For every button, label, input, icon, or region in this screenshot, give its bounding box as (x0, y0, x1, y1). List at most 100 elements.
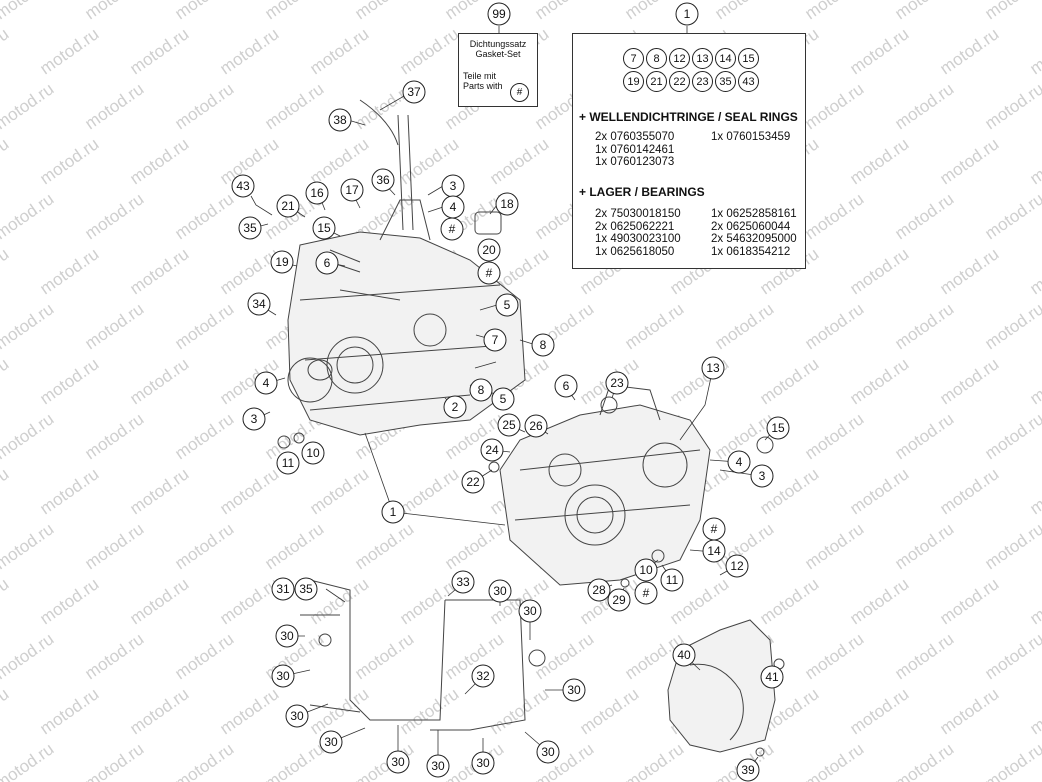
callout-label: 30 (391, 755, 405, 769)
callout-36: 36 (371, 168, 395, 192)
watermark-text: motod.ru (81, 0, 147, 23)
callout-hash-a: # (440, 217, 464, 241)
callout-99: 99 (487, 2, 511, 26)
callout-11-left: 11 (276, 451, 300, 475)
kit-number: 13 (692, 48, 713, 69)
watermark-text: motod.ru (891, 189, 957, 243)
bearing-part: 1x 49030023100 (595, 233, 681, 245)
callout-40: 40 (672, 643, 696, 667)
watermark-text: motod.ru (1026, 24, 1042, 78)
kit-number: 7 (623, 48, 644, 69)
watermark-text: motod.ru (936, 24, 1002, 78)
callout-label: 43 (236, 179, 250, 193)
watermark-text: motod.ru (711, 0, 777, 23)
watermark-text: motod.ru (0, 684, 12, 738)
watermark-text: motod.ru (171, 519, 237, 573)
watermark-text: motod.ru (0, 244, 12, 298)
watermark-text: motod.ru (171, 409, 237, 463)
watermark-text: motod.ru (171, 79, 237, 133)
watermark-text: motod.ru (846, 354, 912, 408)
callout-5-mid: 5 (491, 387, 515, 411)
callout-label: 8 (540, 338, 547, 352)
callout-label: 1 (684, 7, 691, 21)
callout-hash-c: # (702, 517, 726, 541)
watermark-text: motod.ru (306, 684, 372, 738)
callout-8-top: 8 (531, 333, 555, 357)
watermark-text: motod.ru (126, 354, 192, 408)
callout-label: 33 (456, 575, 470, 589)
watermark-text: motod.ru (306, 574, 372, 628)
callout-14: 14 (702, 539, 726, 563)
watermark-text: motod.ru (846, 464, 912, 518)
watermark-text: motod.ru (36, 684, 102, 738)
watermark-text: motod.ru (891, 739, 957, 782)
bearing-part: 1x 0625618050 (595, 245, 675, 258)
callout-17: 17 (340, 178, 364, 202)
callout-3: 3 (441, 174, 465, 198)
seal-ring-part: 1x 0760153459 (711, 131, 791, 143)
kit-number: 35 (715, 71, 736, 92)
callout-10-right: 10 (634, 558, 658, 582)
watermark-text: motod.ru (306, 134, 372, 188)
callout-label: 31 (276, 582, 290, 596)
kit-number: 43 (738, 71, 759, 92)
bearing-part: 2x 54632095000 (711, 233, 797, 245)
watermark-text: motod.ru (351, 629, 417, 683)
callout-label: 21 (281, 199, 295, 213)
callout-label: 40 (677, 648, 691, 662)
watermark-text: motod.ru (936, 354, 1002, 408)
watermark-text: motod.ru (1026, 354, 1042, 408)
seal-ring-part: 1x 0760123073 (595, 156, 675, 168)
callout-label: 34 (252, 297, 266, 311)
callout-label: # (711, 522, 718, 536)
callout-30-g: 30 (319, 730, 343, 754)
callout-33: 33 (451, 570, 475, 594)
callout-24: 24 (480, 438, 504, 462)
callout-label: 7 (492, 333, 499, 347)
callout-34: 34 (247, 292, 271, 316)
bearings-list: 2x 75030018150 1x 06252858161 2x 0625062… (595, 208, 821, 258)
callout-label: 30 (567, 683, 581, 697)
watermark-text: motod.ru (216, 574, 282, 628)
watermark-text: motod.ru (801, 519, 867, 573)
callout-35-top: 35 (238, 216, 262, 240)
watermark-text: motod.ru (756, 574, 822, 628)
watermark-text: motod.ru (171, 189, 237, 243)
callout-label: 37 (407, 85, 421, 99)
watermark-text: motod.ru (981, 299, 1042, 353)
seal-ring-part (711, 156, 821, 169)
watermark-text: motod.ru (711, 299, 777, 353)
callout-31: 31 (271, 577, 295, 601)
callout-label: 10 (306, 446, 320, 460)
watermark-text: motod.ru (261, 79, 327, 133)
callout-label: 22 (466, 475, 480, 489)
watermark-text: motod.ru (0, 739, 57, 782)
callout-39: 39 (736, 758, 760, 782)
callout-label: 4 (263, 376, 270, 390)
watermark-text: motod.ru (0, 299, 57, 353)
kit-number-grid: 7 8 12 13 14 15 19 21 22 23 35 43 (623, 48, 763, 92)
watermark-text: motod.ru (531, 0, 597, 23)
small-parts (277, 211, 785, 757)
watermark-text: motod.ru (126, 464, 192, 518)
callout-label: 38 (333, 113, 347, 127)
watermark-text: motod.ru (846, 134, 912, 188)
callout-label: 3 (759, 469, 766, 483)
watermark-text: motod.ru (216, 684, 282, 738)
watermark-text: motod.ru (126, 24, 192, 78)
callout-label: 30 (276, 669, 290, 683)
watermark-text: motod.ru (126, 134, 192, 188)
kit-info-box: 7 8 12 13 14 15 19 21 22 23 35 43 + WELL… (572, 33, 806, 269)
callout-hash-d: # (634, 581, 658, 605)
watermark-text: motod.ru (0, 189, 57, 243)
watermark-text: motod.ru (81, 739, 147, 782)
watermark-text: motod.ru (621, 299, 687, 353)
kit-number: 14 (715, 48, 736, 69)
watermark-text: motod.ru (891, 629, 957, 683)
watermark-text: motod.ru (531, 629, 597, 683)
gasket-title-de: Dichtungssatz (469, 39, 527, 49)
callout-6-mid: 6 (554, 374, 578, 398)
watermark-text: motod.ru (936, 134, 1002, 188)
callout-label: 17 (345, 183, 359, 197)
callout-4-left: 4 (254, 371, 278, 395)
